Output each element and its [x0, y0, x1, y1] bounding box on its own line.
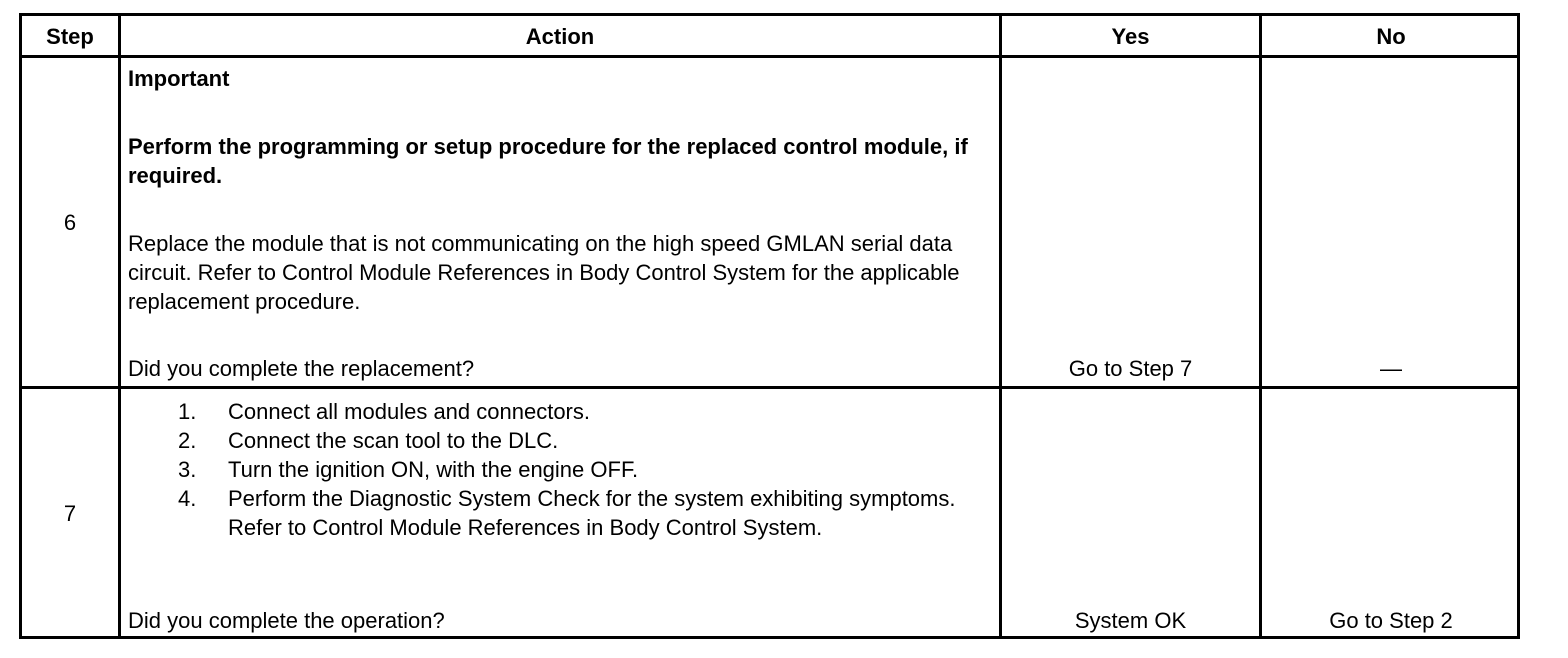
- list-text: Turn the ignition ON, with the engine OF…: [228, 457, 639, 482]
- header-step: Step: [46, 24, 94, 49]
- no-result: Go to Step 2: [1329, 608, 1453, 633]
- list-text: Connect the scan tool to the DLC.: [228, 428, 559, 453]
- procedure-list: 1. Connect all modules and connectors. 2…: [128, 397, 988, 542]
- list-item: 1. Connect all modules and connectors.: [128, 397, 988, 426]
- column-divider: [1259, 16, 1262, 55]
- column-divider: [1259, 58, 1262, 386]
- yes-result: System OK: [1074, 608, 1187, 633]
- list-item: 4. Perform the Diagnostic System Check f…: [128, 484, 968, 542]
- column-divider: [1259, 389, 1262, 636]
- no-result: —: [1380, 356, 1402, 381]
- action-question: Did you complete the operation?: [128, 608, 445, 633]
- list-item: 3. Turn the ignition ON, with the engine…: [128, 455, 988, 484]
- list-number: 3.: [178, 457, 197, 482]
- header-no: No: [1376, 24, 1406, 49]
- yes-result: Go to Step 7: [1068, 356, 1193, 381]
- important-note: Perform the programming or setup procedu…: [128, 134, 968, 188]
- column-divider: [118, 389, 121, 636]
- step-number: 6: [63, 210, 77, 235]
- list-text: Perform the Diagnostic System Check for …: [228, 486, 956, 540]
- table-row-step-7: 7 1. Connect all modules and connectors.…: [22, 389, 1517, 636]
- list-number: 4.: [178, 486, 197, 511]
- action-instructions: Replace the module that is not communica…: [128, 231, 960, 314]
- column-divider: [118, 16, 121, 55]
- header-yes: Yes: [1111, 24, 1150, 49]
- column-divider: [999, 389, 1002, 636]
- important-label: Important: [128, 66, 230, 91]
- column-divider: [999, 58, 1002, 386]
- list-number: 1.: [178, 399, 197, 424]
- list-text: Connect all modules and connectors.: [228, 399, 590, 424]
- table-row-step-6: 6 Important Perform the programming or s…: [22, 58, 1517, 389]
- diagnostic-table: Step Action Yes No 6 Important Perform t…: [19, 13, 1520, 639]
- column-divider: [118, 58, 121, 386]
- column-divider: [999, 16, 1002, 55]
- header-action: Action: [525, 24, 595, 49]
- list-item: 2. Connect the scan tool to the DLC.: [128, 426, 988, 455]
- table-header: Step Action Yes No: [22, 16, 1517, 58]
- list-number: 2.: [178, 428, 197, 453]
- action-question: Did you complete the replacement?: [128, 356, 475, 381]
- step-number: 7: [63, 501, 77, 526]
